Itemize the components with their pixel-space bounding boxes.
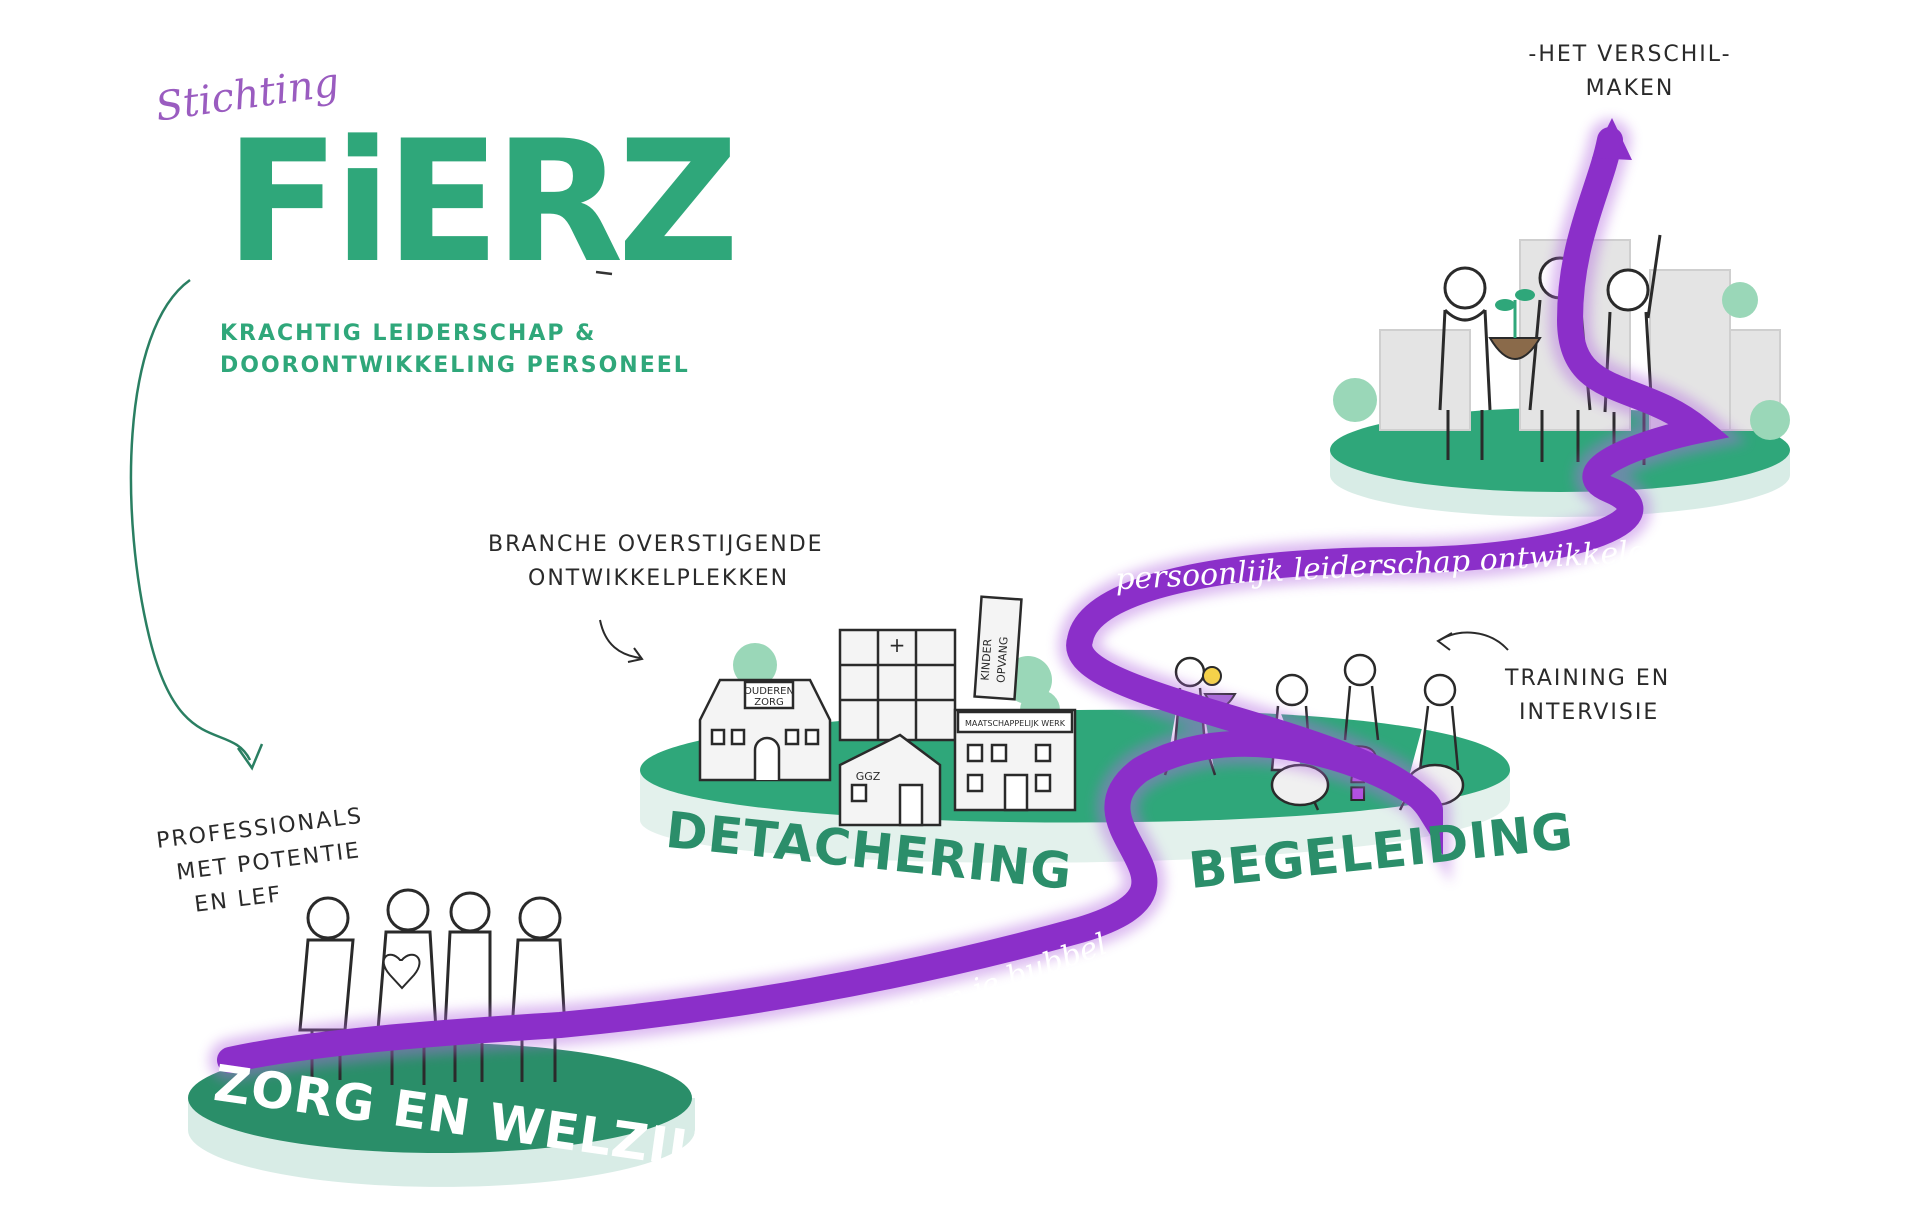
label-training-line-2: INTERVISIE — [1519, 700, 1660, 725]
arrow-up-icon — [1592, 118, 1632, 160]
label-top-line-1: -HET VERSCHIL- — [1528, 42, 1732, 67]
building-maatschappelijk-werk — [953, 708, 1077, 812]
tagline-line-1: KRACHTIG LEIDERSCHAP & — [220, 321, 597, 346]
ouderenzorg-label: OUDEREN — [744, 686, 794, 697]
building-hospital — [838, 628, 957, 742]
brand-logo: FiERZ — [225, 104, 739, 300]
pointer-arrow-icon — [599, 619, 1509, 663]
label-het-verschil: -HET VERSCHIL- MAKEN — [1510, 38, 1750, 106]
label-training: TRAINING EN INTERVISIE — [1505, 662, 1670, 730]
building-ouderenzorg — [698, 678, 832, 782]
ouderenzorg-label-2: ZORG — [754, 697, 783, 708]
label-branche: BRANCHE OVERSTIJGENDE ONTWIKKELPLEKKEN — [488, 528, 824, 596]
arrow-down-icon — [129, 278, 264, 771]
label-training-line-1: TRAINING EN — [1505, 666, 1671, 691]
label-top-line-2: MAKEN — [1585, 76, 1675, 101]
sparkle-icon — [591, 250, 613, 276]
building-kinderopvang — [973, 595, 1023, 701]
ggz-label: GGZ — [856, 770, 881, 783]
people-group-bottom — [298, 888, 567, 1085]
bottom-platform — [188, 1043, 695, 1187]
plant-icon — [1488, 289, 1542, 360]
tagline-line-2: DOORONTWIKKELING PERSONEEL — [220, 353, 690, 378]
heart-icon — [382, 953, 421, 990]
journey-path — [209, 118, 1748, 1081]
brand-tagline: KRACHTIG LEIDERSCHAP & DOORONTWIKKELING … — [220, 318, 690, 382]
maatschappelijk-label: MAATSCHAPPELIJK WERK — [965, 719, 1066, 728]
hospital-cross-icon: + — [889, 633, 906, 657]
building-ggz — [838, 733, 942, 827]
top-platform — [1330, 234, 1790, 517]
kinderopvang-label-2: OPVANG — [994, 636, 1010, 683]
kinderopvang-label: KINDER — [979, 638, 995, 681]
label-branche-line-1: BRANCHE OVERSTIJGENDE — [488, 532, 824, 557]
label-branche-line-2: ONTWIKKELPLEKKEN — [528, 566, 790, 591]
